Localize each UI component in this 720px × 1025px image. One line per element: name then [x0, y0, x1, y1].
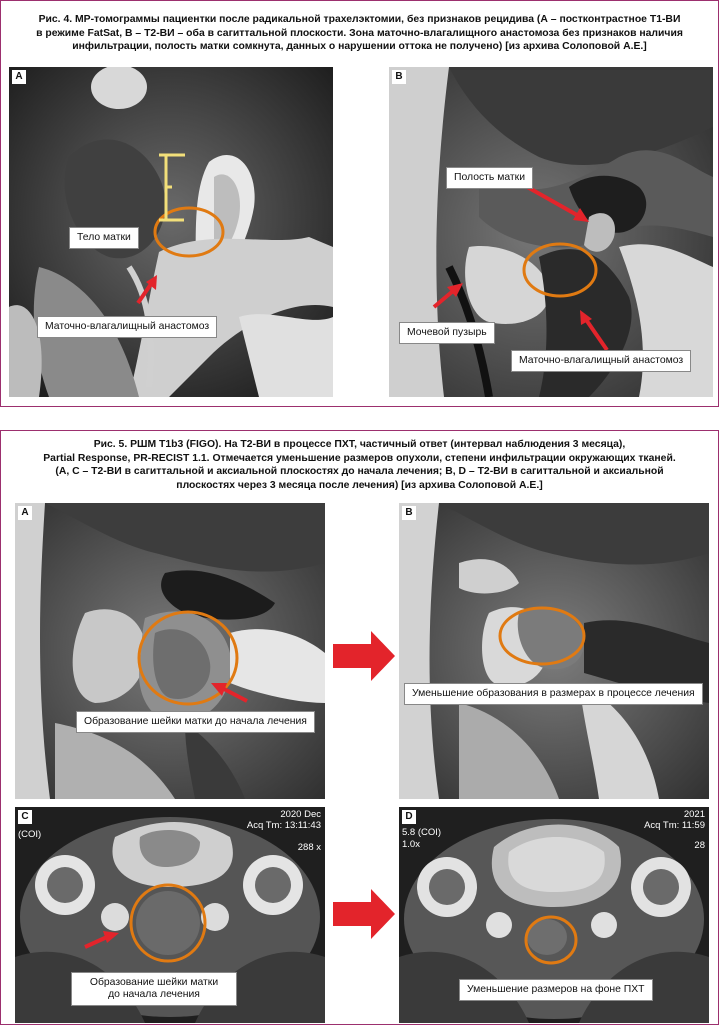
overlay-coi: (COI): [18, 829, 42, 840]
red-arrow: [432, 289, 455, 309]
mri-panel-5b: B Уменьшение образования в размерах в пр…: [399, 503, 709, 799]
figure-5-caption: Рис. 5. РШМ T1b3 (FIGO). На Т2-ВИ в проц…: [13, 438, 706, 492]
label-cervical-mass: Образование шейки матки до начала лечени…: [71, 972, 237, 1006]
label-uterine-cavity: Полость матки: [446, 167, 534, 189]
figure-4-caption: Рис. 4. МР-томограммы пациентки после ра…: [13, 13, 706, 54]
overlay-acq-time: Acq Tm: 11:59: [644, 820, 705, 831]
panel-letter: A: [18, 506, 32, 520]
red-arrow: [136, 282, 153, 305]
mri-image-4a: [9, 67, 333, 397]
mri-image-5d: [399, 807, 709, 1023]
label-bladder: Мочевой пузырь: [399, 322, 495, 344]
mri-image-4b: [389, 67, 713, 397]
overlay-date: 2020 Dec: [280, 809, 321, 820]
mri-image-5b: [399, 503, 709, 799]
progression-arrow-icon: [333, 889, 395, 939]
mri-image-5a: [15, 503, 325, 799]
mri-panel-5a: A Образование шейки матки до начала лече…: [15, 503, 325, 799]
panel-letter: C: [18, 810, 32, 824]
panel-letter: B: [392, 70, 406, 84]
highlight-ellipse: [524, 915, 578, 965]
label-cervical-mass: Образование шейки матки до начала лечени…: [76, 711, 315, 733]
figure-4: Рис. 4. МР-томограммы пациентки после ра…: [0, 0, 719, 407]
caption-line: инфильтрации, полость матки сомкнута, да…: [72, 41, 647, 53]
label-anastomosis: Маточно-влагалищный анастомоз: [37, 316, 218, 338]
overlay-matrix: 28: [694, 840, 705, 851]
highlight-ellipse: [153, 206, 225, 258]
label-size-reduction: Уменьшение размеров на фоне ПХТ: [459, 979, 653, 1001]
highlight-ellipse: [129, 883, 207, 963]
red-arrow: [585, 319, 609, 352]
mri-panel-5c: C 2020 Dec Acq Tm: 13:11:43 (COI) 288 x …: [15, 807, 325, 1023]
caption-line: в режиме FatSat, В – Т2-ВИ – оба в сагит…: [36, 27, 683, 39]
figure-5: Рис. 5. РШМ T1b3 (FIGO). На Т2-ВИ в проц…: [0, 430, 719, 1025]
progression-arrow-icon: [333, 631, 395, 681]
mri-panel-4b: B Полость матки Мочевой пузырь Маточно-в…: [389, 67, 713, 397]
overlay-matrix: 288 x: [297, 842, 321, 853]
label-line: Образование шейки матки: [89, 977, 219, 988]
label-uterus-body: Тело матки: [69, 227, 139, 249]
overlay-coi: 5.8 (COI): [402, 827, 442, 838]
panel-letter: A: [12, 70, 26, 84]
red-arrow: [521, 182, 578, 217]
panel-letter: B: [402, 506, 416, 520]
highlight-ellipse: [137, 610, 239, 706]
panel-letter: D: [402, 810, 416, 824]
overlay-acq-time: Acq Tm: 13:11:43: [246, 820, 321, 831]
caption-line: (A, C – T2-ВИ в сагиттальной и аксиально…: [55, 466, 664, 478]
red-arrow: [223, 687, 248, 703]
label-mass-reduction: Уменьшение образования в размерах в проц…: [404, 683, 703, 705]
mri-panel-4a: A Тело матки Маточно-влагалищный анастом…: [9, 67, 333, 397]
highlight-ellipse: [522, 242, 598, 298]
overlay-date: 2021: [683, 809, 705, 820]
red-arrow: [84, 935, 108, 949]
label-anastomosis: Маточно-влагалищный анастомоз: [511, 350, 692, 372]
mri-panel-5d: D 2021 Acq Tm: 11:59 5.8 (COI) 1.0x 28 У…: [399, 807, 709, 1023]
caption-line: Partial Response, PR-RECIST 1.1. Отмечае…: [43, 452, 676, 464]
caption-line: Рис. 5. РШМ T1b3 (FIGO). На Т2-ВИ в проц…: [93, 439, 626, 450]
overlay-zoom: 1.0x: [402, 839, 420, 850]
caption-line: Рис. 4. МР-томограммы пациентки после ра…: [38, 14, 681, 25]
label-line: до начала лечения: [108, 989, 200, 1000]
caption-line: плоскостях через 3 месяца после лечения)…: [176, 479, 543, 491]
highlight-ellipse: [498, 606, 586, 666]
